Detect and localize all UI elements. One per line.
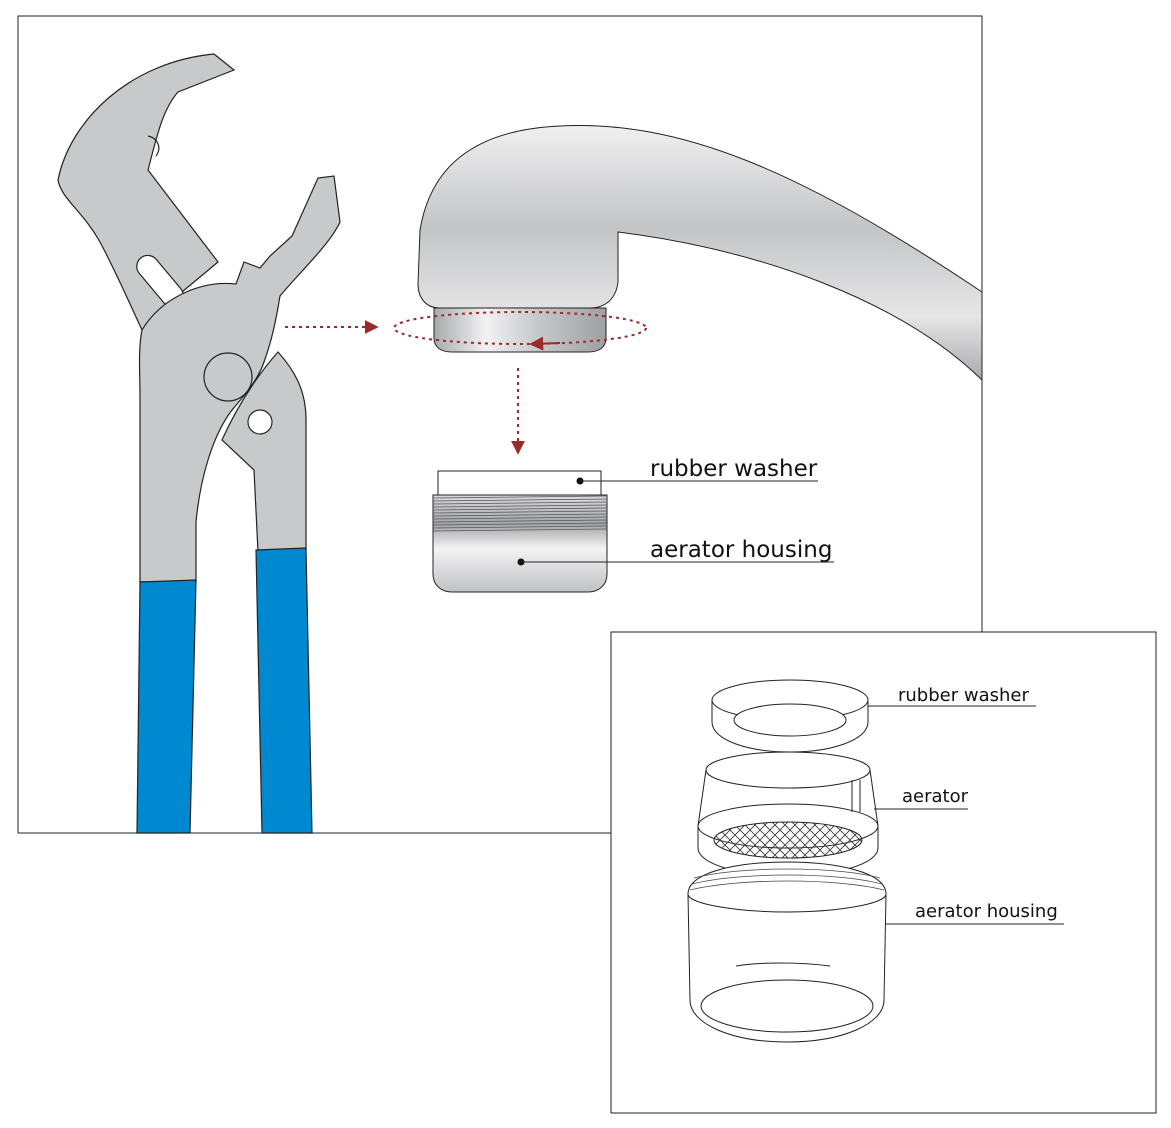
main-aerator-housing [432,494,608,593]
inset-aerator [697,751,879,877]
pliers-upper-jaw-notch [147,135,160,157]
inset-label-aerator: aerator [902,786,969,807]
pliers-right-arm [221,351,307,553]
inset-housing-threads [689,868,885,891]
inset-label-rubber-washer: rubber washer [898,685,1029,706]
rotation-arrow-icon [529,336,561,351]
main-label-rubber-washer: rubber washer [650,456,818,482]
pliers [57,53,341,834]
pliers-pivot-hole [247,409,273,435]
inset-label-aerator-housing: aerator housing [915,901,1058,922]
main-housing-threads [432,495,608,532]
main-rubber-washer [437,470,602,496]
faucet-spout [417,125,983,382]
faucet-cap [433,307,607,353]
faucet [417,125,983,382]
pliers-pivot-bolt [203,352,253,402]
main-aerator-parts [432,470,608,593]
main-label-aerator-housing: aerator housing [650,537,832,563]
pliers-right-grip [255,547,313,834]
pliers-left-grip [136,579,197,834]
rotation-indicator [393,311,647,345]
inset-aerator-housing [687,861,887,1043]
inset-panel-frame [610,631,1157,1114]
inset-rubber-washer [711,679,869,753]
pliers-upper-jaw [57,53,236,332]
